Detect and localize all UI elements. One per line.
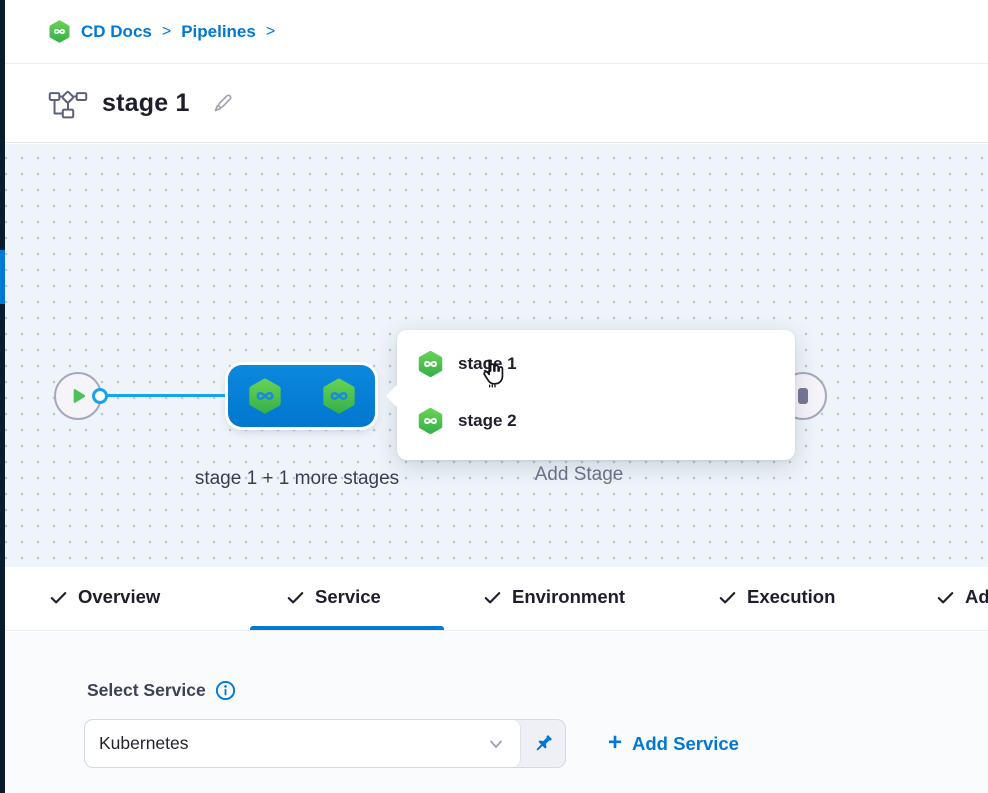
service-select-group: Kubernetes — [84, 719, 566, 768]
harness-logo-icon — [48, 20, 71, 43]
breadcrumb-separator: > — [265, 22, 276, 40]
edit-pencil-icon[interactable] — [210, 91, 235, 116]
add-stage-label[interactable]: Add Stage — [534, 464, 624, 485]
play-icon — [73, 389, 86, 403]
tab-label: Execution — [747, 586, 836, 607]
pipeline-canvas[interactable]: stage 1 + 1 more stages Add Stage stage … — [5, 144, 988, 567]
rail-active-indicator — [0, 250, 5, 304]
add-service-label: Add Service — [632, 732, 739, 754]
breadcrumb-link-pipelines[interactable]: Pipelines — [181, 21, 256, 41]
tab-advanced[interactable]: Advanced — [936, 567, 988, 627]
plus-icon: + — [608, 728, 623, 756]
cd-stage-icon — [417, 407, 444, 435]
check-icon — [49, 588, 68, 607]
tab-execution[interactable]: Execution — [718, 567, 835, 627]
edge-connector-dot — [92, 388, 108, 404]
check-icon — [718, 588, 737, 607]
check-icon — [936, 588, 955, 607]
stage-group-popup: stage 1 stage 2 — [397, 330, 795, 460]
cd-stage-icon — [417, 350, 444, 378]
service-tab-panel: Select Service Kubernetes — [5, 632, 988, 793]
select-service-label-row: Select Service — [87, 680, 236, 701]
tab-overview[interactable]: Overview — [49, 567, 160, 627]
cd-stage-icon — [247, 377, 283, 415]
stage-title-bar: stage 1 — [5, 64, 988, 143]
active-tab-underline — [250, 626, 444, 630]
pin-icon — [536, 735, 552, 751]
pipeline-icon — [48, 90, 88, 118]
tab-label: Advanced — [965, 586, 988, 607]
add-service-button[interactable]: + Add Service — [608, 719, 739, 768]
stage-group-label: stage 1 + 1 more stages — [194, 468, 400, 489]
tab-service[interactable]: Service — [286, 567, 381, 627]
tab-environment[interactable]: Environment — [483, 567, 625, 627]
popup-item-label: stage 2 — [458, 411, 517, 430]
breadcrumb-separator: > — [161, 22, 172, 40]
stage-config-tabs: Overview Service Environment Execution A… — [5, 567, 988, 631]
breadcrumb: CD Docs > Pipelines > — [5, 0, 988, 64]
service-select[interactable]: Kubernetes — [85, 720, 521, 767]
service-select-value: Kubernetes — [99, 733, 189, 753]
tab-label: Service — [315, 586, 381, 607]
chevron-down-icon — [490, 740, 502, 748]
breadcrumb-link-project[interactable]: CD Docs — [81, 21, 152, 41]
stage-group-node[interactable] — [228, 365, 375, 427]
page-title: stage 1 — [102, 88, 190, 117]
check-icon — [286, 588, 305, 607]
check-icon — [483, 588, 502, 607]
info-icon[interactable] — [215, 680, 236, 701]
tab-label: Overview — [78, 586, 161, 607]
select-service-label: Select Service — [87, 680, 206, 700]
pipeline-edge — [100, 394, 232, 397]
stop-icon — [798, 388, 808, 404]
left-rail[interactable] — [0, 0, 5, 793]
pin-service-button[interactable] — [521, 720, 565, 767]
popup-item-stage-2[interactable]: stage 2 — [417, 407, 795, 435]
popup-item-stage-1[interactable]: stage 1 — [417, 350, 795, 378]
tab-label: Environment — [512, 586, 626, 607]
pointer-cursor-icon — [483, 359, 504, 388]
cd-stage-icon — [321, 377, 357, 415]
